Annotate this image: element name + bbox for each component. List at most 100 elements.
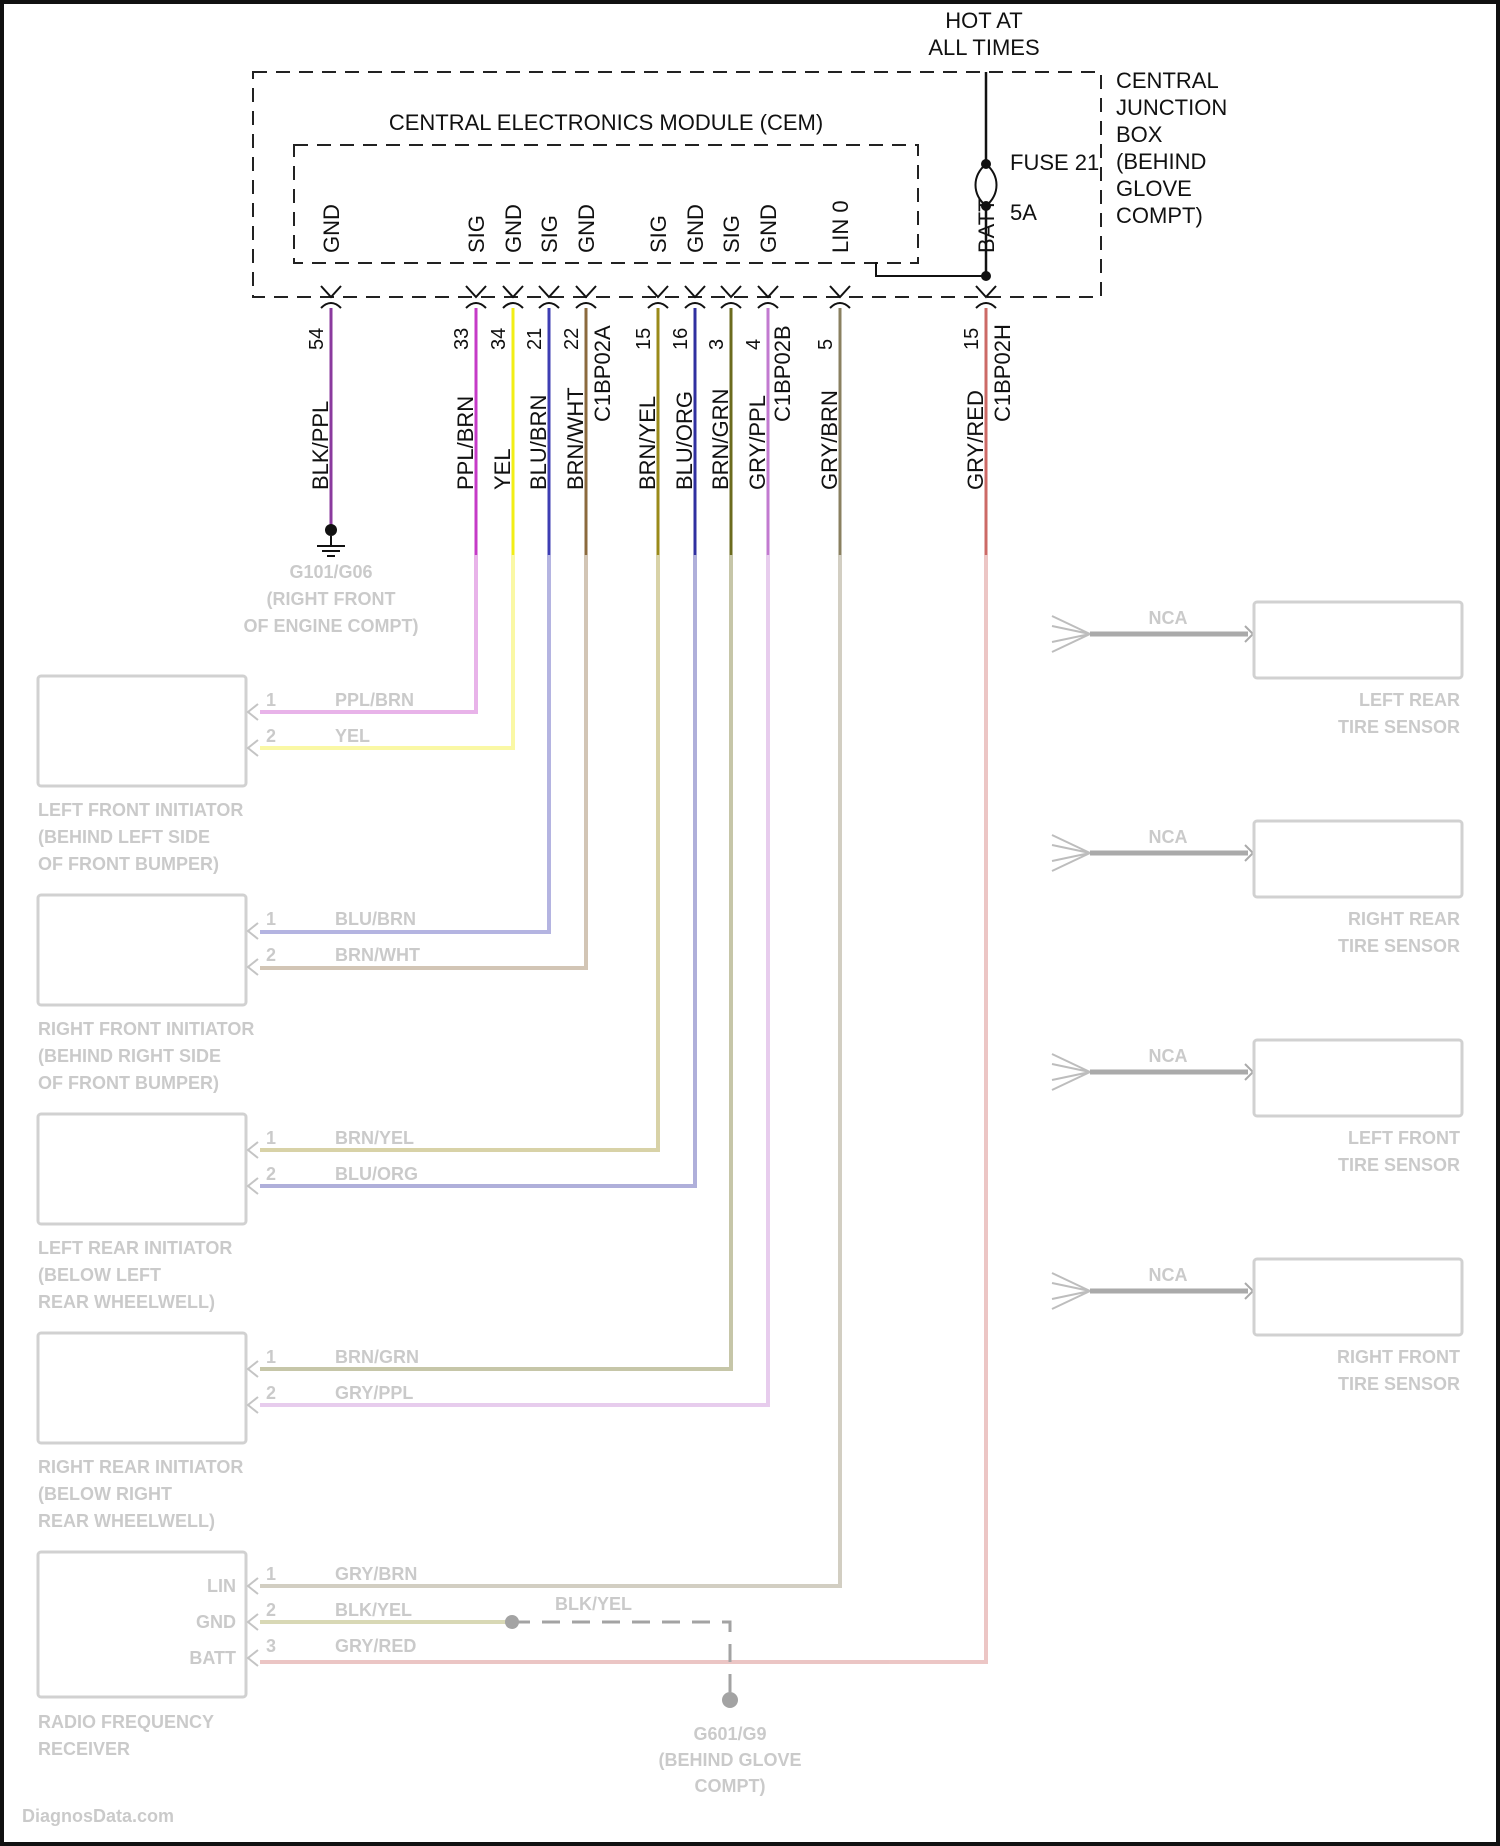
initiator-wire-label: PPL/BRN bbox=[335, 690, 414, 710]
watermark: DiagnosData.com bbox=[22, 1806, 174, 1826]
ground-link-wire-label: BLK/YEL bbox=[555, 1594, 632, 1614]
receiver-pin-name: LIN bbox=[207, 1576, 236, 1596]
fuse-name: FUSE 21 bbox=[1010, 150, 1099, 175]
cjb-label-line-3: BOX bbox=[1116, 122, 1163, 147]
initiator-wire-label: GRY/PPL bbox=[335, 1383, 413, 1403]
sensor-name-line: TIRE SENSOR bbox=[1338, 1155, 1460, 1175]
initiator-name-line: OF FRONT BUMPER) bbox=[38, 1073, 219, 1093]
sensor-box bbox=[1254, 821, 1462, 897]
cjb-label-line-1: CENTRAL bbox=[1116, 68, 1219, 93]
pin-number: 5 bbox=[815, 339, 837, 350]
pin-number: 21 bbox=[524, 328, 546, 350]
cjb-label-line-5: GLOVE bbox=[1116, 176, 1192, 201]
pin-number: 3 bbox=[706, 339, 728, 350]
receiver-pin-number: 3 bbox=[266, 1636, 276, 1656]
initiator-wire-label: BLU/ORG bbox=[335, 1164, 418, 1184]
cem-pin-label: SIG bbox=[537, 215, 562, 253]
sensor-name-line: TIRE SENSOR bbox=[1338, 1374, 1460, 1394]
wire-color-label: BRN/WHT bbox=[563, 387, 588, 490]
initiator-name-line: REAR WHEELWELL) bbox=[38, 1511, 215, 1531]
pin-number: 33 bbox=[451, 328, 473, 350]
initiator-box bbox=[38, 895, 246, 1005]
cem-pin-label: BATT bbox=[974, 198, 999, 253]
initiator-box bbox=[38, 676, 246, 786]
wire-color-label: BLK/PPL bbox=[308, 401, 333, 490]
initiator-wire-label: YEL bbox=[335, 726, 370, 746]
initiator-wire-label: BRN/WHT bbox=[335, 945, 420, 965]
sensor-name-line: RIGHT FRONT bbox=[1337, 1347, 1460, 1367]
cem-pin-label: LIN 0 bbox=[828, 200, 853, 253]
cem-pin-label: SIG bbox=[464, 215, 489, 253]
initiator-name-line: LEFT REAR INITIATOR bbox=[38, 1238, 232, 1258]
cem-title: CENTRAL ELECTRONICS MODULE (CEM) bbox=[389, 110, 823, 135]
initiator-pin-number: 2 bbox=[266, 1164, 276, 1184]
receiver-name-line: RADIO FREQUENCY bbox=[38, 1712, 214, 1732]
receiver-wire-label: GRY/RED bbox=[335, 1636, 416, 1656]
sensor-link-label: NCA bbox=[1149, 1265, 1188, 1285]
initiator-pin-number: 2 bbox=[266, 726, 276, 746]
cem-pin-label: GND bbox=[574, 204, 599, 253]
initiator-wire-label: BLU/BRN bbox=[335, 909, 416, 929]
sensor-box bbox=[1254, 602, 1462, 678]
hot-label-line-1: HOT AT bbox=[945, 8, 1022, 33]
cjb-label-line-4: (BEHIND bbox=[1116, 149, 1206, 174]
ground-rf-line-1: G601/G9 bbox=[693, 1724, 766, 1744]
wire-color-label: YEL bbox=[490, 448, 515, 490]
ground-rf-line-3: COMPT) bbox=[695, 1776, 766, 1796]
sensor-name-line: TIRE SENSOR bbox=[1338, 936, 1460, 956]
cem-pin-label: GND bbox=[756, 204, 781, 253]
initiator-box bbox=[38, 1333, 246, 1443]
wire-color-label: GRY/PPL bbox=[745, 395, 770, 490]
sensor-name-line: TIRE SENSOR bbox=[1338, 717, 1460, 737]
initiator-pin-number: 2 bbox=[266, 1383, 276, 1403]
connector-c1bp02b: C1BP02B bbox=[770, 325, 795, 422]
wire-color-label: GRY/RED bbox=[963, 390, 988, 490]
wire-color-label: PPL/BRN bbox=[453, 396, 478, 490]
ground-symbol-rf bbox=[722, 1692, 738, 1708]
initiator-pin-number: 2 bbox=[266, 945, 276, 965]
receiver-wire-label: BLK/YEL bbox=[335, 1600, 412, 1620]
initiator-name-line: (BEHIND RIGHT SIDE bbox=[38, 1046, 221, 1066]
wire-color-label: BLU/ORG bbox=[672, 391, 697, 490]
receiver-pin-name: GND bbox=[196, 1612, 236, 1632]
initiator-name-line: LEFT FRONT INITIATOR bbox=[38, 800, 243, 820]
sensor-name-line: LEFT REAR bbox=[1359, 690, 1460, 710]
sensor-name-line: LEFT FRONT bbox=[1348, 1128, 1460, 1148]
initiator-wire-label: BRN/YEL bbox=[335, 1128, 414, 1148]
ground-rf-line-2: (BEHIND GLOVE bbox=[658, 1750, 801, 1770]
connector-c1bp02a: C1BP02A bbox=[590, 325, 615, 422]
initiator-box bbox=[38, 1114, 246, 1224]
initiator-pin-number: 1 bbox=[266, 909, 276, 929]
cjb-label-line-6: COMPT) bbox=[1116, 203, 1203, 228]
wire-color-label: GRY/BRN bbox=[817, 390, 842, 490]
receiver-name-line: RECEIVER bbox=[38, 1739, 130, 1759]
cem-pin-label: SIG bbox=[646, 215, 671, 253]
ground-main-line-1: G101/G06 bbox=[289, 562, 372, 582]
pin-number: 54 bbox=[306, 328, 328, 350]
receiver-pin-number: 1 bbox=[266, 1564, 276, 1584]
pin-number: 4 bbox=[743, 339, 765, 350]
receiver-pin-name: BATT bbox=[189, 1648, 236, 1668]
cem-pin-label: GND bbox=[319, 204, 344, 253]
initiator-name-line: RIGHT REAR INITIATOR bbox=[38, 1457, 243, 1477]
initiator-wire-label: BRN/GRN bbox=[335, 1347, 419, 1367]
pin-number: 15 bbox=[961, 328, 983, 350]
sensor-name-line: RIGHT REAR bbox=[1348, 909, 1460, 929]
wire-color-label: BRN/GRN bbox=[708, 389, 733, 490]
pin-number: 15 bbox=[633, 328, 655, 350]
initiator-pin-number: 1 bbox=[266, 1128, 276, 1148]
initiator-name-line: (BELOW RIGHT bbox=[38, 1484, 172, 1504]
hot-label-line-2: ALL TIMES bbox=[928, 35, 1039, 60]
ground-main-line-2: (RIGHT FRONT bbox=[267, 589, 396, 609]
ground-main-line-3: OF ENGINE COMPT) bbox=[244, 616, 419, 636]
sensor-link-label: NCA bbox=[1149, 827, 1188, 847]
fuse-rating: 5A bbox=[1010, 200, 1037, 225]
initiator-name-line: OF FRONT BUMPER) bbox=[38, 854, 219, 874]
pin-number: 22 bbox=[561, 328, 583, 350]
cjb-label-line-2: JUNCTION bbox=[1116, 95, 1227, 120]
cem-pin-label: GND bbox=[683, 204, 708, 253]
cem-pin-label: GND bbox=[501, 204, 526, 253]
initiator-pin-number: 1 bbox=[266, 690, 276, 710]
